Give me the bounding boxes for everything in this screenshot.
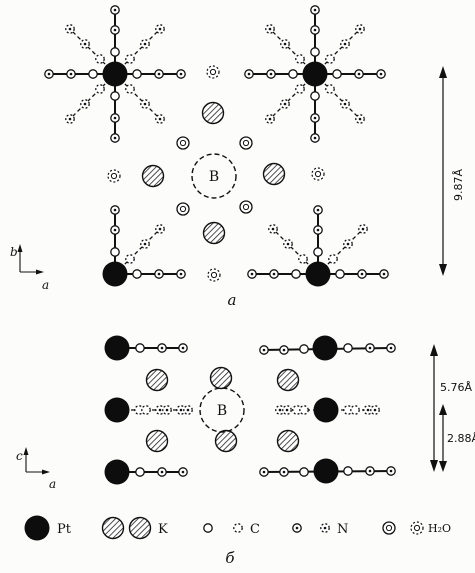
axes-indicator-b: [23, 447, 50, 475]
legend-k-swatch-1: [101, 516, 125, 540]
panel-a: B 9.87Å b a а: [10, 5, 465, 309]
dimension-arrow-b-large: [430, 344, 438, 472]
caption-a: а: [228, 291, 237, 309]
dimension-label-b-small: 2.88Å: [447, 432, 475, 445]
legend-k-swatch-2: [128, 516, 152, 540]
axis-label-c: c: [16, 449, 23, 463]
panel-b: B 5.76Å 2.88Å c a: [16, 335, 475, 491]
chain-row-2: [104, 397, 380, 423]
legend-n-label: N: [337, 522, 348, 537]
legend-c-swatch-1: [203, 523, 213, 533]
pt-complex-lower-left: [102, 205, 186, 287]
axis-label-a-top: a: [42, 278, 49, 292]
legend-c-label: C: [250, 522, 260, 537]
dimension-label-b-large: 5.76Å: [440, 381, 472, 394]
dimension-arrow-a: [439, 66, 447, 276]
legend-n-swatch-1: [292, 523, 302, 533]
dimension-label-a: 9.87Å: [452, 169, 465, 201]
axes-indicator-a: [17, 244, 44, 275]
chain-row-1: [104, 335, 396, 361]
legend-pt-swatch: [24, 515, 50, 541]
axis-label-b: b: [10, 245, 18, 259]
pt-complex-upper-left: [44, 5, 186, 143]
pt-complex-lower-right: [247, 205, 389, 287]
legend-water-swatch-1: [382, 521, 396, 535]
legend-n-swatch-2: [320, 523, 330, 533]
axis-label-a-bottom: a: [49, 477, 56, 491]
legend-water-label: H₂O: [428, 522, 451, 535]
legend-water-swatch-2: [410, 521, 424, 535]
caption-b: б: [225, 549, 235, 567]
legend-c-swatch-2: [233, 523, 243, 533]
b-site-label-b: B: [217, 403, 227, 419]
k-ions-panel-b: [145, 366, 300, 453]
legend: Pt K C N H₂O: [24, 515, 451, 541]
water-molecules-panel-a: [107, 65, 325, 282]
dimension-arrow-b-small: [439, 404, 447, 472]
legend-pt-label: Pt: [57, 522, 72, 537]
chain-row-3: [104, 458, 396, 485]
b-site-circle-b: [199, 387, 245, 433]
k-ions-panel-a: [141, 101, 286, 245]
legend-k-label: K: [158, 522, 168, 537]
pt-complex-upper-right: [244, 5, 386, 143]
b-site-circle-a: [191, 153, 237, 199]
b-site-label-a: B: [209, 169, 219, 185]
